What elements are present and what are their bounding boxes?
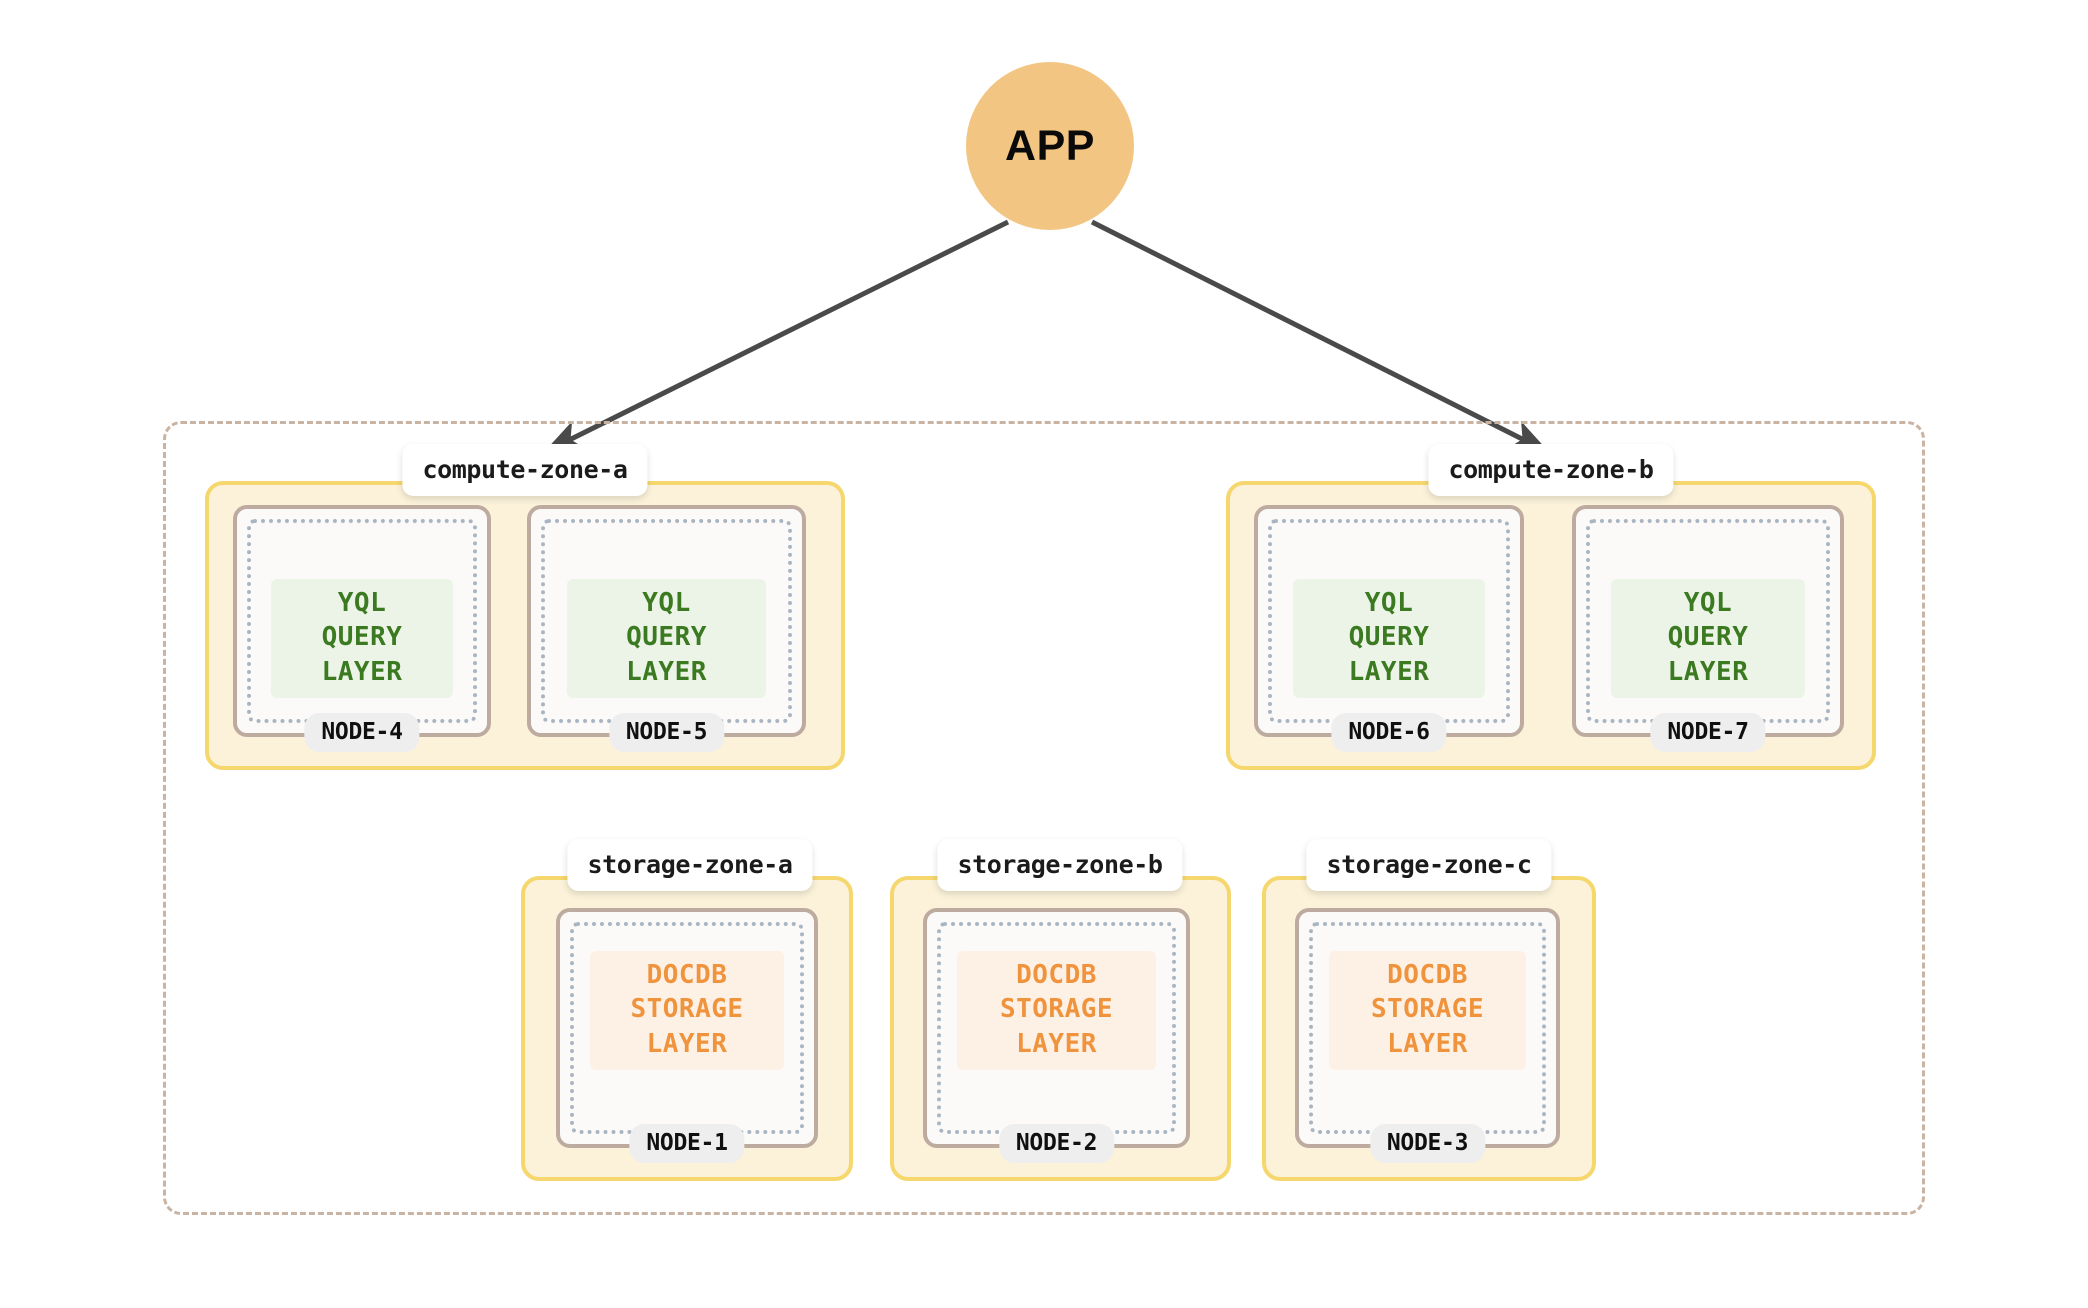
app-node-label: APP (1005, 121, 1095, 170)
node-box-node-2[interactable]: DOCDB STORAGE LAYER NODE-2 (923, 908, 1190, 1163)
node-badge-node-4: NODE-4 (304, 713, 420, 752)
node-box-node-7[interactable]: YQL QUERY LAYER NODE-7 (1572, 505, 1844, 752)
docdb-storage-layer-chip: DOCDB STORAGE LAYER (589, 951, 785, 1070)
docdb-storage-layer-chip: DOCDB STORAGE LAYER (1329, 951, 1526, 1070)
node-box-node-6[interactable]: YQL QUERY LAYER NODE-6 (1254, 505, 1524, 752)
zone-label-storage-zone-c: storage-zone-c (1306, 839, 1552, 891)
zone-label-storage-zone-a: storage-zone-a (567, 839, 813, 891)
cluster-region-boundary (163, 421, 1925, 1215)
docdb-storage-layer-chip: DOCDB STORAGE LAYER (957, 951, 1156, 1070)
yql-query-layer-chip: YQL QUERY LAYER (1293, 579, 1485, 698)
yql-query-layer-chip: YQL QUERY LAYER (566, 579, 767, 698)
node-inner-node-2: DOCDB STORAGE LAYER (937, 922, 1176, 1134)
node-box-node-3[interactable]: DOCDB STORAGE LAYER NODE-3 (1295, 908, 1560, 1163)
yql-query-layer-chip: YQL QUERY LAYER (1611, 579, 1805, 698)
node-inner-node-1: DOCDB STORAGE LAYER (570, 922, 804, 1134)
zone-label-compute-zone-b: compute-zone-b (1428, 444, 1674, 496)
node-inner-node-5: YQL QUERY LAYER (541, 519, 792, 723)
node-inner-node-6: YQL QUERY LAYER (1268, 519, 1510, 723)
node-inner-node-3: DOCDB STORAGE LAYER (1309, 922, 1546, 1134)
yql-query-layer-chip: YQL QUERY LAYER (270, 579, 454, 698)
node-badge-node-6: NODE-6 (1331, 713, 1447, 752)
node-inner-node-7: YQL QUERY LAYER (1586, 519, 1830, 723)
node-inner-node-4: YQL QUERY LAYER (247, 519, 477, 723)
node-badge-node-3: NODE-3 (1369, 1124, 1486, 1163)
edge-app-to-compute-zone-b (1090, 219, 1550, 455)
app-node[interactable]: APP (966, 62, 1134, 230)
node-box-node-4[interactable]: YQL QUERY LAYER NODE-4 (233, 505, 491, 752)
node-badge-node-7: NODE-7 (1650, 713, 1766, 752)
zone-label-compute-zone-a: compute-zone-a (402, 444, 648, 496)
node-box-node-5[interactable]: YQL QUERY LAYER NODE-5 (527, 505, 806, 752)
node-badge-node-5: NODE-5 (608, 713, 725, 752)
zone-label-storage-zone-b: storage-zone-b (937, 839, 1183, 891)
node-box-node-1[interactable]: DOCDB STORAGE LAYER NODE-1 (556, 908, 818, 1163)
node-badge-node-1: NODE-1 (629, 1124, 745, 1163)
edge-app-to-compute-zone-a (543, 219, 1010, 455)
node-badge-node-2: NODE-2 (998, 1124, 1115, 1163)
